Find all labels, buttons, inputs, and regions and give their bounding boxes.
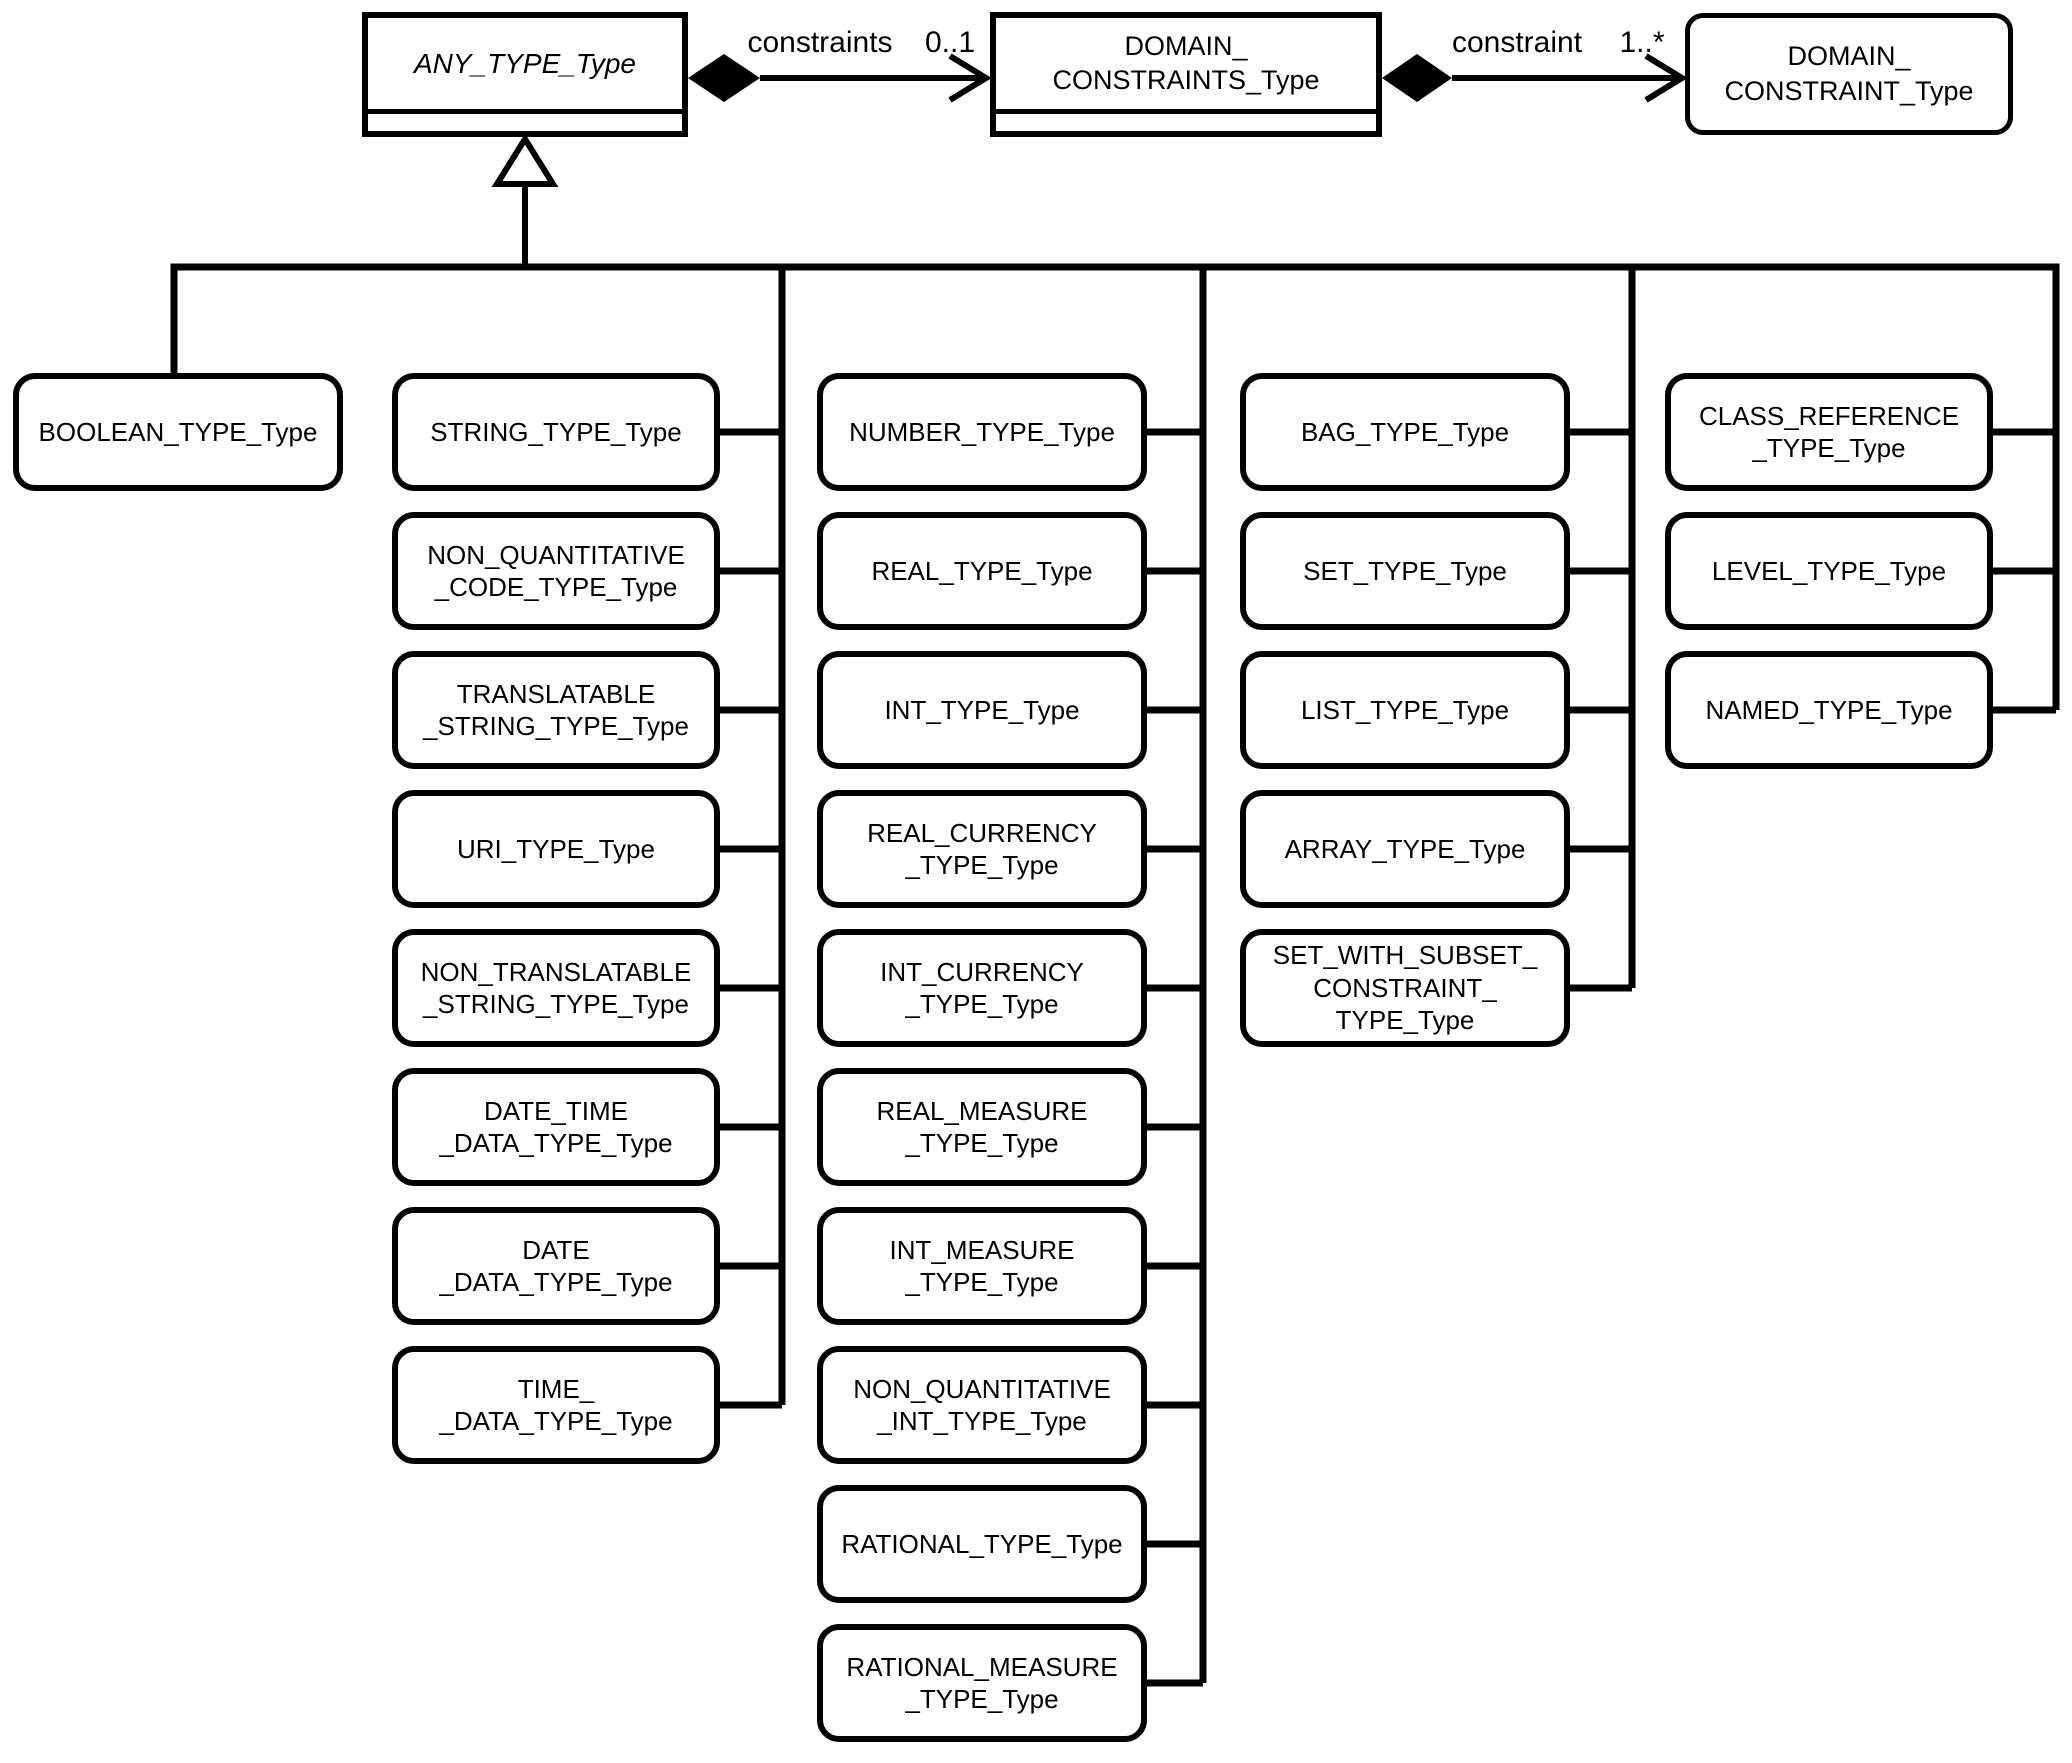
constraints-arrowhead-icon [948, 53, 992, 103]
class-box-int-type: INT_TYPE_Type [817, 651, 1147, 769]
class-box-non-translatable-string-type: NON_TRANSLATABLE _STRING_TYPE_Type [392, 929, 720, 1047]
class-name: ANY_TYPE_Type [413, 48, 637, 79]
generalization-bus [170, 263, 2060, 710]
class-box-any-type: ANY_TYPE_Type [362, 12, 688, 137]
class-box-bag-type: BAG_TYPE_Type [1240, 373, 1570, 491]
attributes-compartment [368, 109, 682, 131]
stubs-reference-column [1993, 428, 2056, 714]
class-box-real-currency-type: REAL_CURRENCY _TYPE_Type [817, 790, 1147, 908]
class-box-int-measure-type: INT_MEASURE _TYPE_Type [817, 1207, 1147, 1325]
class-box-non-quantitative-int-type: NON_QUANTITATIVE _INT_TYPE_Type [817, 1346, 1147, 1464]
class-box-translatable-string-type: TRANSLATABLE _STRING_TYPE_Type [392, 651, 720, 769]
class-box-set-with-subset-constraint-type: SET_WITH_SUBSET_ CONSTRAINT_ TYPE_Type [1240, 929, 1570, 1047]
class-box-level-type: LEVEL_TYPE_Type [1665, 512, 1993, 630]
stubs-number-column [1147, 428, 1203, 1687]
class-box-uri-type: URI_TYPE_Type [392, 790, 720, 908]
class-box-rational-type: RATIONAL_TYPE_Type [817, 1485, 1147, 1603]
class-box-domain-constraints: DOMAIN_ CONSTRAINTS_Type [990, 12, 1382, 137]
constraint-diamond-icon [1382, 54, 1452, 102]
class-box-date-data-type: DATE _DATA_TYPE_Type [392, 1207, 720, 1325]
attributes-compartment [996, 109, 1376, 131]
class-box-date-time-data-type: DATE_TIME _DATA_TYPE_Type [392, 1068, 720, 1186]
class-box-int-currency-type: INT_CURRENCY _TYPE_Type [817, 929, 1147, 1047]
class-box-boolean-type: BOOLEAN_TYPE_Type [13, 373, 343, 491]
class-name: DOMAIN_ CONSTRAINTS_Type [1052, 30, 1320, 95]
class-box-set-type: SET_TYPE_Type [1240, 512, 1570, 630]
class-box-real-measure-type: REAL_MEASURE _TYPE_Type [817, 1068, 1147, 1186]
stubs-collection-column [1570, 428, 1632, 992]
association-role-label: constraint [1451, 26, 1583, 59]
constraints-diamond-icon [688, 54, 760, 102]
class-box-domain-constraint: DOMAIN_ CONSTRAINT_Type [1685, 13, 2013, 135]
association-multiplicity: 1..* [1619, 26, 1665, 59]
class-box-named-type: NAMED_TYPE_Type [1665, 651, 1993, 769]
generalization-triangle-icon [491, 133, 559, 187]
class-box-string-type: STRING_TYPE_Type [392, 373, 720, 491]
class-box-non-quantitative-code-type: NON_QUANTITATIVE _CODE_TYPE_Type [392, 512, 720, 630]
class-box-rational-measure-type: RATIONAL_MEASURE _TYPE_Type [817, 1624, 1147, 1742]
stubs-string-column [720, 428, 782, 1409]
association-multiplicity: 0..1 [924, 26, 976, 59]
class-box-list-type: LIST_TYPE_Type [1240, 651, 1570, 769]
class-box-number-type: NUMBER_TYPE_Type [817, 373, 1147, 491]
class-box-array-type: ARRAY_TYPE_Type [1240, 790, 1570, 908]
constraint-arrowhead-icon [1644, 53, 1688, 103]
class-box-real-type: REAL_TYPE_Type [817, 512, 1147, 630]
class-box-time-data-type: TIME_ _DATA_TYPE_Type [392, 1346, 720, 1464]
association-role-label: constraints [747, 26, 893, 59]
class-box-class-reference-type: CLASS_REFERENCE _TYPE_Type [1665, 373, 1993, 491]
